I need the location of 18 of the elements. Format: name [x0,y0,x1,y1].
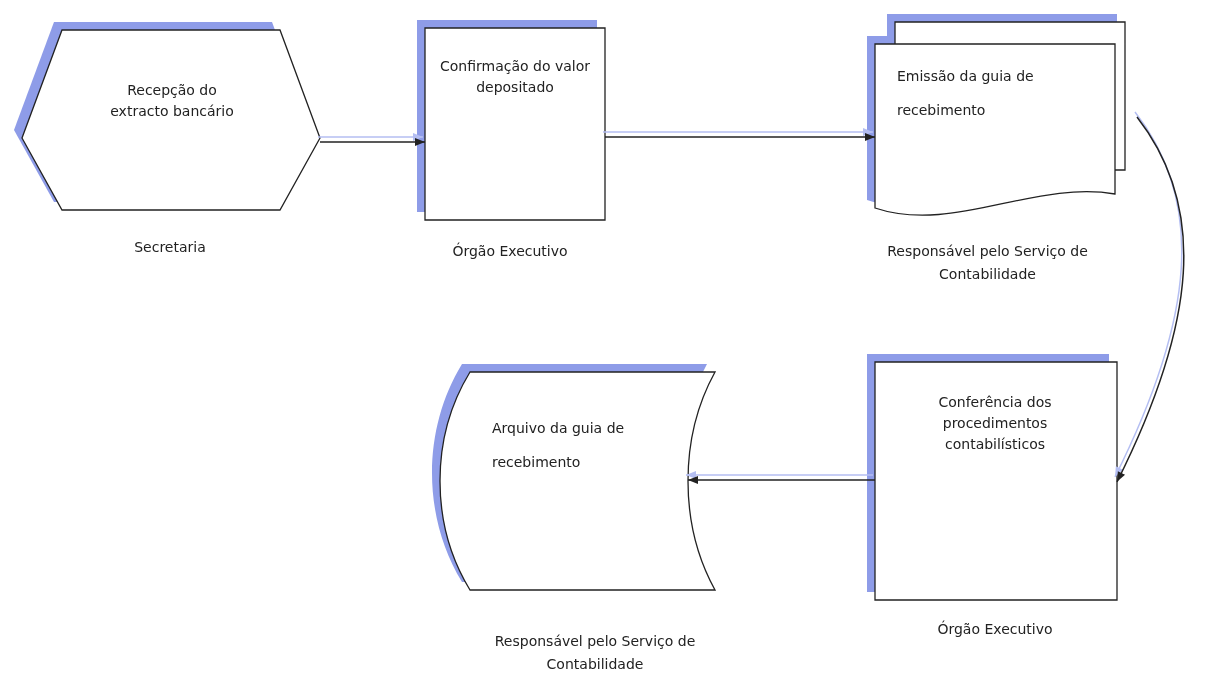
node-label: Arquivo da guia de recebimento [492,419,626,472]
process-box [417,20,605,220]
node-label: Recepção do extracto bancário [109,81,235,121]
stored-data-shape [432,364,715,590]
role-label: Responsável pelo Serviço de Contabilidade [886,242,1089,285]
role-label: Órgão Executivo [936,619,1054,639]
arrow [319,138,426,146]
arrow [1116,116,1185,483]
preparation-hexagon [14,22,320,210]
arrow [687,476,876,484]
node-label: Emissão da guia de recebimento [897,67,1035,120]
process-box [867,354,1117,600]
role-label: Órgão Executivo [451,241,569,261]
arrow [604,133,876,141]
role-label: Secretaria [133,238,207,257]
node-label: Confirmação do valor depositado [439,57,591,97]
node-label: Conferência dos procedimentos contabilísticos [937,393,1053,454]
role-label: Responsável pelo Serviço de Contabilidade [493,632,697,675]
